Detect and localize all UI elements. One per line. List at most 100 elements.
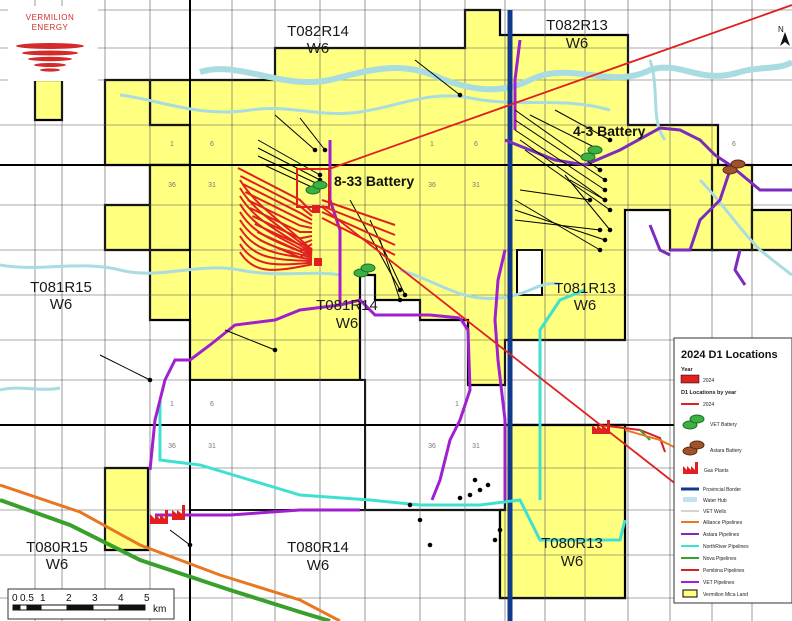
well-path [564, 174, 611, 231]
well-path [529, 114, 601, 151]
well-head [497, 527, 503, 533]
d1-well-lateral [249, 207, 312, 233]
land-cutout-a [516, 249, 543, 296]
section-number: 6 [210, 141, 214, 148]
pembina-pipeline-route [599, 424, 666, 453]
well-head [312, 147, 318, 153]
land-cutout-b [189, 379, 366, 511]
section-numbers: 1 6 1 6 36 31 36 31 6 1 6 36 31 1 36 31 [168, 141, 736, 450]
section-number: 36 [428, 182, 436, 189]
well-path [554, 109, 611, 141]
logo-line1: VERMILION [26, 13, 75, 22]
well-head [602, 237, 608, 243]
factory-icon [592, 420, 610, 434]
d1-pad-marker-2 [314, 258, 322, 266]
section-number: 1 [430, 141, 434, 148]
d1-well-lateral [251, 215, 313, 240]
township-t081r14-line2: W6 [336, 315, 359, 332]
township-t081r14-line1: T081R14 [316, 297, 378, 314]
legend-label: Water Hub [703, 498, 727, 504]
well-head [467, 492, 473, 498]
logo-line2: ENERGY [32, 23, 69, 32]
legend-label: Gas Plants [704, 468, 729, 474]
legend-vet-battery: VET Battery [682, 414, 737, 430]
well-head [602, 197, 608, 203]
scale-bar: 0 0.5 1 2 3 4 5 km [7, 588, 175, 620]
township-t080r15-line1: T080R15 [26, 539, 88, 556]
brown-tank-icon [722, 159, 746, 175]
well-path [274, 114, 316, 151]
well-path [514, 129, 606, 191]
legend-swatch-waterhub [683, 497, 697, 502]
gas-plant-west [150, 505, 185, 524]
scale-label-2: 2 [66, 593, 72, 604]
legend-label: VET Battery [710, 422, 737, 428]
legend-label: Alliance Pipelines [703, 520, 743, 526]
township-t081r13-line1: T081R13 [554, 280, 616, 297]
well-head [492, 537, 498, 543]
legend-label: Pembina Pipelines [703, 568, 745, 574]
well-head [417, 517, 423, 523]
well-head [477, 487, 483, 493]
brown-tank-icon [682, 440, 705, 456]
vet-pipelines [148, 39, 522, 517]
legend-label: Provincial Border [703, 487, 741, 493]
regional-pipelines [0, 424, 681, 621]
township-t081r15-line1: T081R15 [30, 279, 92, 296]
well-head [602, 177, 608, 183]
well-path [224, 329, 276, 351]
d1-well-lateral [256, 231, 313, 253]
well-path [524, 149, 611, 211]
land-parcel-se [498, 423, 627, 600]
battery-label-43: 4-3 Battery [573, 123, 646, 139]
vet-battery-mid [353, 263, 376, 278]
well-head [457, 495, 463, 501]
well-head [187, 542, 193, 548]
township-t081r13-line2: W6 [574, 297, 597, 314]
d1-well-lateral [242, 183, 313, 221]
well-head [587, 197, 593, 203]
green-tank-icon [580, 145, 603, 162]
well-path [414, 59, 461, 96]
section-number: 31 [208, 443, 216, 450]
section-number: 31 [472, 443, 480, 450]
factory-icon [172, 505, 185, 520]
legend-gas-plants: Gas Plants [683, 462, 729, 474]
well-head [607, 207, 613, 213]
well-head [147, 377, 153, 383]
legend-d1-heading: D1 Locations by year [681, 390, 737, 396]
nova-pipeline-route [0, 498, 331, 621]
section-number: 1 [455, 401, 459, 408]
logo-swoosh-icon [16, 43, 84, 72]
well-head [472, 477, 478, 483]
section-number: 36 [168, 182, 176, 189]
legend-label: Astara Battery [710, 448, 742, 454]
scale-label-5: 5 [144, 593, 150, 604]
section-number: 31 [472, 182, 480, 189]
section-number: 6 [732, 141, 736, 148]
d1-well-lateral [254, 223, 313, 246]
alliance-pipeline-route [0, 483, 341, 621]
well-path [569, 179, 606, 201]
astara-battery-east [722, 159, 746, 175]
d1-well-lateral [239, 227, 313, 261]
township-t080r14-line1: T080R14 [287, 539, 349, 556]
northriver-pipeline-route [158, 288, 627, 542]
d1-well-lateral [239, 243, 313, 266]
factory-icon [683, 462, 698, 474]
company-logo: VERMILION ENERGY [8, 6, 98, 81]
land-parcel-middle-west [148, 163, 192, 252]
d1-well-lateral [239, 251, 313, 271]
section-number: 1 [170, 141, 174, 148]
well-path [514, 119, 606, 181]
well-head [272, 347, 278, 353]
scale-segments [12, 604, 146, 611]
well-path [99, 354, 151, 381]
legend-label: Nova Pipelines [703, 556, 737, 562]
legend-title: 2024 D1 Locations [681, 349, 778, 361]
well-head [485, 482, 491, 488]
township-t080r13-line1: T080R13 [541, 535, 603, 552]
svg-text:N: N [778, 25, 784, 34]
green-tank-icon [353, 263, 376, 278]
